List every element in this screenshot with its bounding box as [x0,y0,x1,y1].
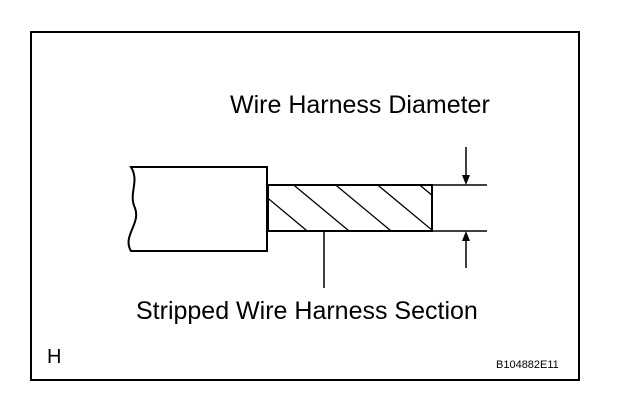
corner-letter: H [47,346,62,368]
wire-insulation [127,166,268,252]
diameter-label: Wire Harness Diameter [230,91,490,119]
figure-id: B104882E11 [496,359,559,371]
stripped-conductor [267,184,433,232]
figure-frame [30,31,580,381]
diameter-dimension [432,147,487,268]
stripped-section-label: Stripped Wire Harness Section [136,297,478,325]
